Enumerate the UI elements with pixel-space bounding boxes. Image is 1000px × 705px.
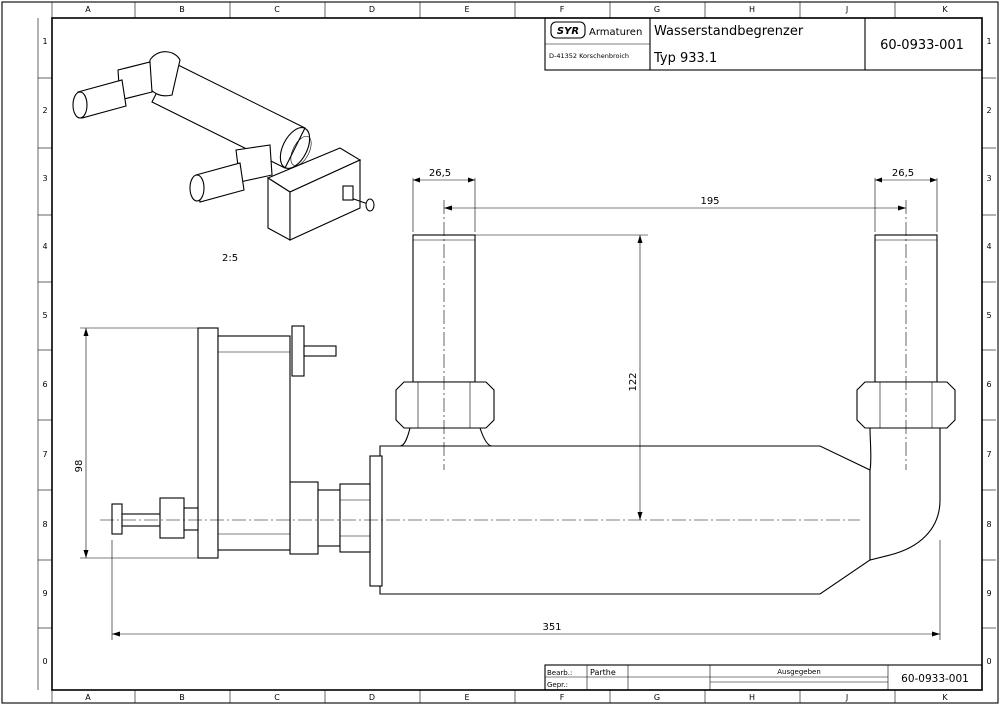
iso-scale-label: 2:5 — [222, 253, 238, 264]
column-letter-e-top: E — [464, 5, 469, 14]
connector-sleeve — [289, 481, 319, 555]
row-number-0-left: 0 — [42, 657, 47, 666]
label-bearb: Bearb.: — [547, 669, 572, 677]
column-letter-b-top: B — [179, 5, 185, 14]
row-number-7-right: 7 — [986, 450, 991, 459]
row-number-4-left: 4 — [42, 242, 47, 251]
column-grid-bottom: A B C D E F G H J K — [51, 690, 948, 703]
left-hex-nut — [395, 381, 495, 429]
column-letter-c-top: C — [274, 5, 280, 14]
column-letter-j-bottom: J — [845, 693, 848, 702]
control-housing-box — [217, 335, 291, 551]
column-letter-d-bottom: D — [369, 693, 375, 702]
row-number-2-left: 2 — [42, 106, 47, 115]
ausgegeben-label: Ausgegeben — [777, 668, 821, 676]
cylinder-end-flange — [369, 455, 383, 587]
row-number-0-right: 0 — [986, 657, 991, 666]
isometric-view: 2:5 — [72, 51, 375, 264]
row-number-1-right: 1 — [986, 37, 991, 46]
control-housing-plate — [197, 327, 219, 559]
main-side-view — [100, 200, 956, 595]
row-number-8-left: 8 — [42, 520, 47, 529]
column-letter-a-bottom: A — [85, 693, 91, 702]
column-letter-b-bottom: B — [179, 693, 185, 702]
column-letter-g-bottom: G — [654, 693, 660, 702]
column-letter-c-bottom: C — [274, 693, 280, 702]
row-number-2-right: 2 — [986, 106, 991, 115]
housing-top-screw — [291, 325, 305, 377]
bottom-title-block: Bearb.: Gepr.: Parthe Ausgegeben 60-0933… — [544, 664, 983, 691]
label-gepr: Gepr.: — [547, 681, 568, 689]
dimensions: 26,5 26,5 195 122 98 351 — [74, 168, 941, 640]
column-letter-h-top: H — [749, 5, 755, 14]
column-letter-k-top: K — [942, 5, 948, 14]
drawing-number-bottom: 60-0933-001 — [901, 673, 969, 685]
dim-left-pipe-width: 26,5 — [429, 168, 451, 179]
column-letter-g-top: G — [654, 5, 660, 14]
bearb-name: Parthe — [590, 668, 616, 677]
column-letter-k-bottom: K — [942, 693, 948, 702]
column-letter-f-bottom: F — [560, 693, 565, 702]
row-number-3-right: 3 — [986, 174, 991, 183]
drawing-number-top: 60-0933-001 — [880, 38, 964, 53]
right-elbow — [869, 427, 941, 561]
syr-logo: SYR — [550, 21, 586, 39]
row-number-6-right: 6 — [986, 380, 991, 389]
row-number-5-right: 5 — [986, 311, 991, 320]
column-letter-d-top: D — [369, 5, 375, 14]
row-number-8-right: 8 — [986, 520, 991, 529]
row-number-7-left: 7 — [42, 450, 47, 459]
row-number-3-left: 3 — [42, 174, 47, 183]
dim-right-pipe-width: 26,5 — [892, 168, 914, 179]
column-letter-a-top: A — [85, 5, 91, 14]
row-number-6-left: 6 — [42, 380, 47, 389]
row-number-9-right: 9 — [986, 589, 991, 598]
company-name: Armaturen — [589, 27, 642, 38]
column-grid-top: A B C D E F G H J K — [51, 2, 982, 19]
row-number-9-left: 9 — [42, 589, 47, 598]
dim-overall-length: 351 — [542, 622, 561, 633]
dim-pipe-spacing: 195 — [700, 196, 719, 207]
column-letter-h-bottom: H — [749, 693, 755, 702]
drawing-title-line1: Wasserstandbegrenzer — [654, 24, 804, 39]
connector-nut — [339, 483, 371, 553]
adjustment-knob — [111, 497, 199, 539]
title-block: SYR Armaturen D-41352 Korschenbroich Was… — [544, 17, 983, 71]
company-address: D-41352 Korschenbroich — [549, 52, 629, 60]
column-letter-f-top: F — [560, 5, 565, 14]
row-number-4-right: 4 — [986, 242, 991, 251]
row-number-1-left: 1 — [42, 37, 47, 46]
row-number-5-left: 5 — [42, 311, 47, 320]
drawing-title-line2: Typ 933.1 — [653, 51, 717, 66]
row-grid-left: 1 2 3 4 5 6 7 8 9 0 — [37, 18, 52, 690]
syr-logo-text: SYR — [557, 26, 579, 37]
column-letter-j-top: J — [845, 5, 848, 14]
column-letter-e-bottom: E — [464, 693, 469, 702]
connector-hex — [317, 489, 341, 547]
dim-height-to-axis: 122 — [628, 372, 639, 391]
dim-housing-height: 98 — [74, 460, 85, 473]
row-grid-right: 1 2 3 4 5 6 7 8 9 0 — [982, 37, 996, 666]
